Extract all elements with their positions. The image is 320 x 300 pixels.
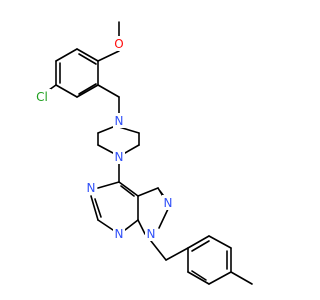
bond-line	[97, 219, 114, 231]
chlorine-label-bg	[33, 89, 51, 104]
bond-line	[158, 208, 169, 229]
bond-line	[55, 48, 78, 62]
bond-line	[78, 83, 97, 95]
bond-line	[76, 48, 99, 62]
methoxy-oxygen-label: O	[114, 37, 123, 51]
bond-line	[191, 270, 207, 281]
atom-labels: Cl O N N N N N N	[33, 36, 174, 241]
bond-line	[208, 271, 232, 285]
oxygen-label-bg	[113, 36, 125, 51]
bond-line	[78, 53, 97, 65]
piperazine-n-top-bg	[113, 113, 125, 128]
bond-lines	[48, 21, 253, 285]
bond-line	[97, 50, 120, 62]
piperazine-n-top-label: N	[115, 114, 124, 128]
bond-line	[191, 240, 210, 252]
chlorine-atom-label: Cl	[36, 90, 48, 104]
pyrazole-n-upper-bg	[162, 195, 174, 210]
bond-line	[97, 126, 114, 134]
bond-line	[97, 144, 114, 154]
bond-line	[208, 235, 232, 249]
bond-line	[76, 84, 99, 98]
bond-line	[94, 198, 102, 218]
chemical-structure: Cl O N N N N N N	[33, 21, 253, 285]
bond-line	[97, 181, 120, 189]
pyrazole-n-lower-bg	[145, 226, 157, 241]
piperazine-n-bottom-label: N	[115, 150, 124, 164]
piperazine-n-bottom-bg	[113, 149, 125, 164]
bond-line	[120, 185, 135, 197]
pyrimidine-n-left-label: N	[87, 181, 96, 195]
bond-line	[118, 181, 139, 197]
pyrimidine-n-bottom-label: N	[115, 227, 124, 241]
bond-line	[137, 219, 146, 235]
bond-line	[187, 271, 210, 285]
bond-line	[165, 247, 189, 261]
pyrazole-n-upper-label: N	[164, 196, 173, 210]
pyrimidine-n-bottom-bg	[113, 226, 125, 241]
bond-line	[137, 187, 159, 197]
bond-line	[187, 235, 210, 249]
pyrimidine-n-left-bg	[85, 180, 97, 195]
bond-line	[230, 271, 253, 285]
bond-line	[124, 219, 139, 231]
bond-line	[90, 195, 99, 221]
bond-line	[124, 144, 140, 154]
bond-line	[150, 240, 167, 261]
bond-line	[55, 84, 78, 98]
bond-line	[97, 84, 120, 98]
pyrazole-n-lower-label: N	[147, 227, 156, 241]
